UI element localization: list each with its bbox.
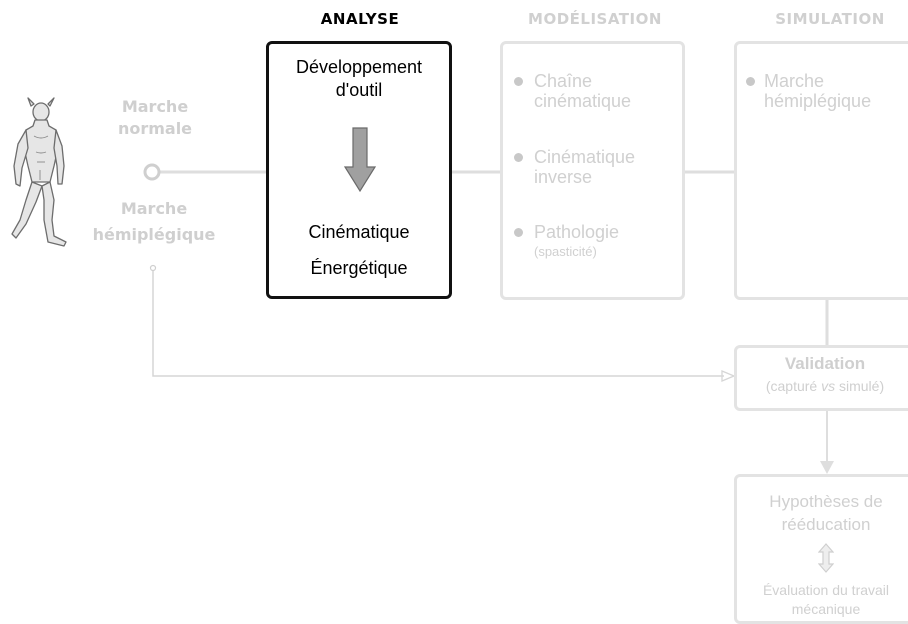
modelisation-pathology-note: (spasticité) bbox=[534, 244, 597, 259]
arrowhead-to-validation bbox=[721, 370, 736, 382]
arrowhead-to-hypotheses bbox=[820, 461, 834, 474]
hypotheses-title: Hypothèses de rééducation bbox=[769, 492, 883, 534]
modelisation-box: Chaîne cinématique Cinématique inverse P… bbox=[500, 41, 685, 300]
bullet-dot bbox=[514, 77, 523, 86]
validation-sub-prefix: (capturé bbox=[765, 378, 822, 394]
analyse-energetics: Énergétique bbox=[310, 258, 408, 278]
label-normal-gait: Marche normale bbox=[117, 97, 193, 138]
analyse-box: Développement d'outil Cinématique Énergé… bbox=[266, 41, 452, 299]
validation-title: Validation bbox=[784, 354, 866, 373]
simulation-item-hemiplegic-gait: Marche hémiplégique bbox=[764, 71, 872, 111]
down-arrow-icon bbox=[343, 127, 377, 193]
bullet-dot bbox=[514, 153, 523, 162]
evaluation-mechanical-work: Évaluation du travail mécanique bbox=[762, 582, 890, 617]
analyse-tool-development: Développement d'outil bbox=[295, 57, 423, 100]
validation-subtitle: (capturé vs simulé) bbox=[737, 378, 908, 394]
connector-lines bbox=[143, 163, 834, 474]
double-arrow-icon bbox=[818, 543, 834, 573]
validation-box: Validation (capturé vs simulé) bbox=[734, 345, 908, 411]
gait-node-circle bbox=[143, 163, 161, 181]
modelisation-item-inverse-kinematics: Cinématique inverse bbox=[534, 147, 636, 187]
modelisation-item-kinematic-chain: Chaîne cinématique bbox=[534, 71, 632, 111]
bullet-dot bbox=[746, 77, 755, 86]
hemiplegic-source-dot bbox=[149, 264, 157, 272]
simulation-box: Marche hémiplégique bbox=[734, 41, 908, 300]
hypotheses-box: Hypothèses de rééducation Évaluation du … bbox=[734, 474, 908, 624]
validation-sub-suffix: simulé) bbox=[835, 378, 885, 394]
header-modelisation: MODÉLISATION bbox=[528, 10, 662, 28]
bullet-dot bbox=[514, 228, 523, 237]
label-hemiplegic-gait: Marche hémiplégique bbox=[92, 199, 216, 244]
header-analyse: ANALYSE bbox=[320, 10, 400, 28]
validation-sub-vs: vs bbox=[821, 378, 836, 394]
human-figure-image bbox=[11, 97, 67, 247]
modelisation-item-pathology: Pathologie bbox=[534, 222, 620, 242]
header-simulation: SIMULATION bbox=[775, 10, 885, 28]
connector-hemiplegic-to-validation bbox=[152, 271, 724, 377]
analyse-kinematics: Cinématique bbox=[308, 222, 410, 242]
